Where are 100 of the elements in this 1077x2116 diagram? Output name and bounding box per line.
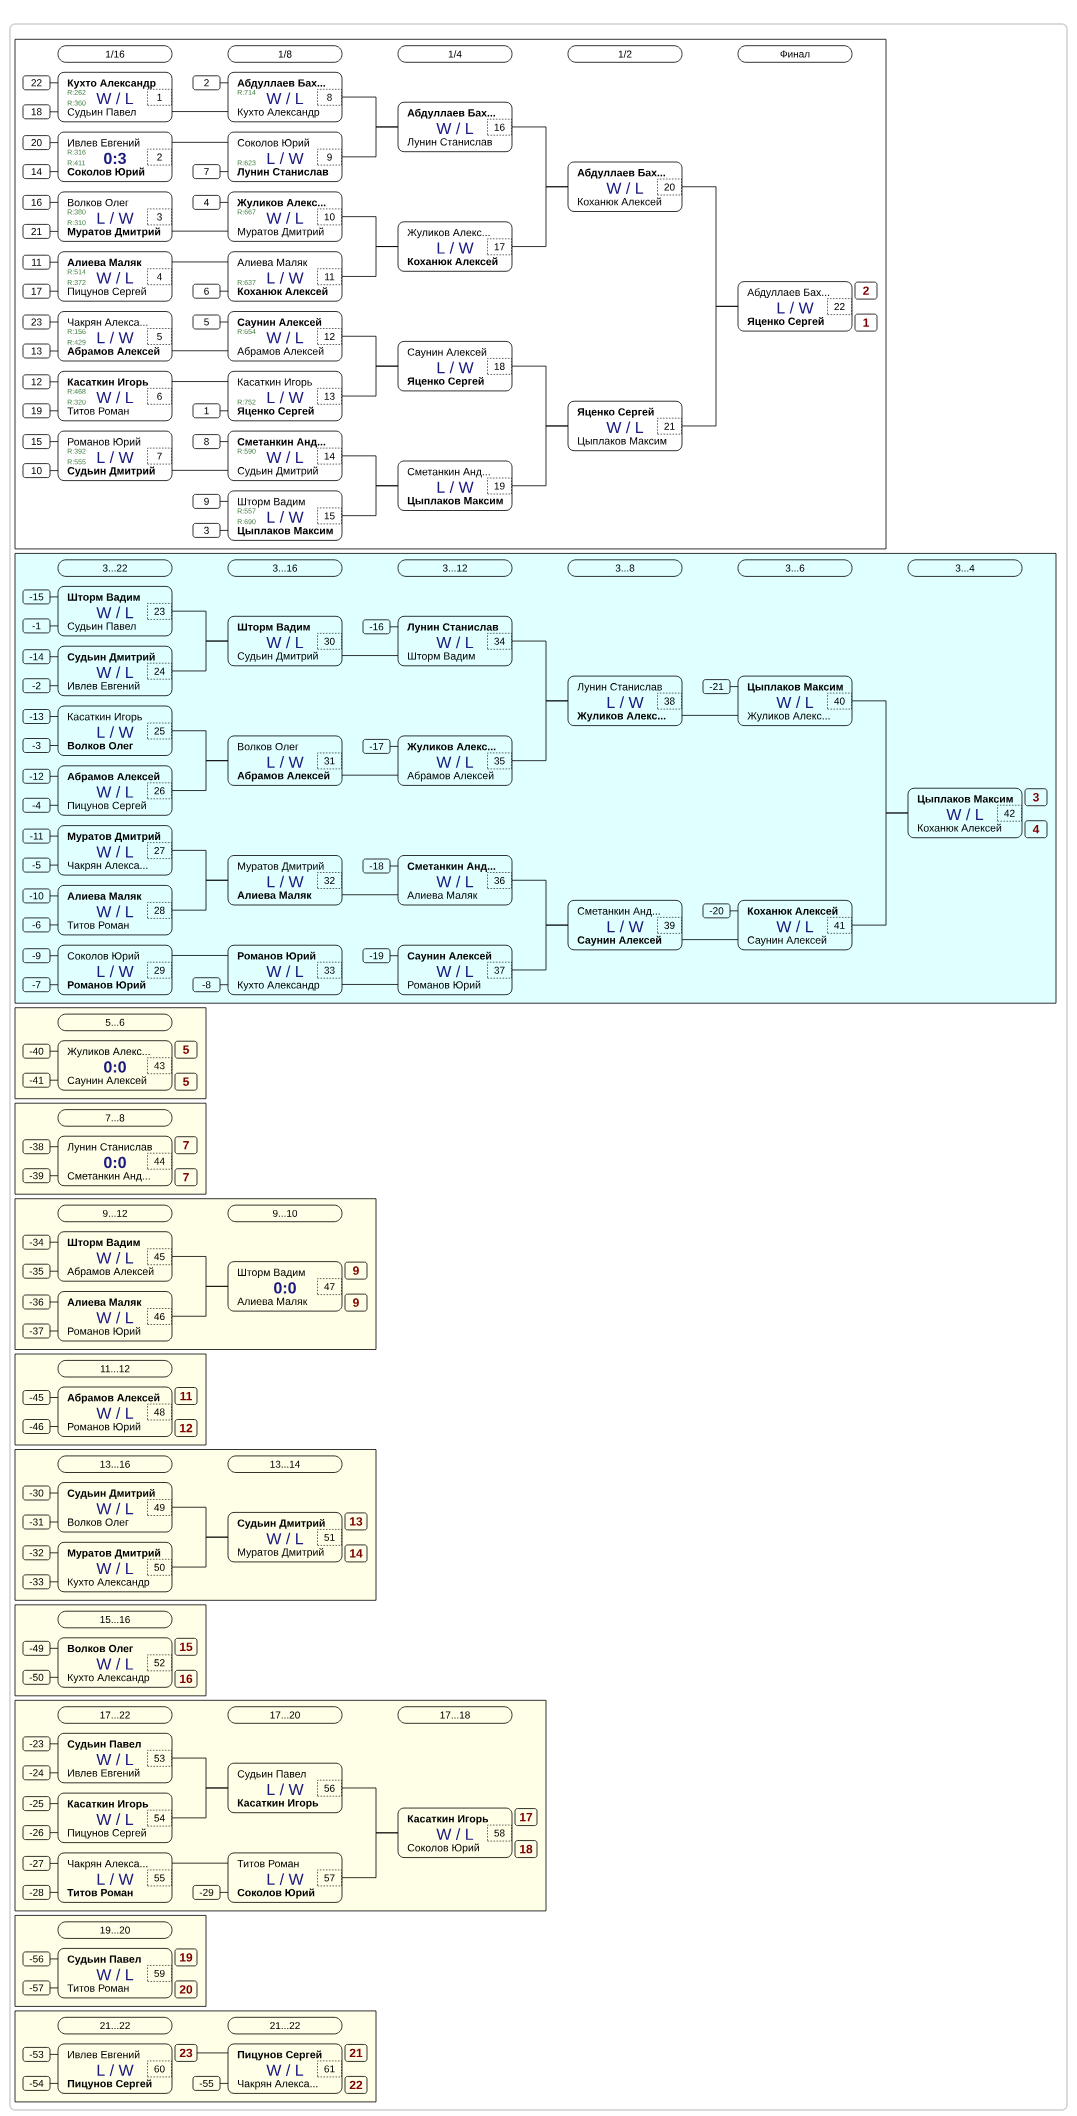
player-name: Ивлев Евгений	[68, 138, 140, 147]
connector-line	[341, 246, 399, 277]
connector-line	[49, 1241, 59, 1243]
round-header: 11...12	[57, 1360, 173, 1378]
connector-line	[389, 626, 399, 628]
connector-line	[49, 1581, 59, 1583]
player-name: Пицунов Сергей	[68, 1828, 146, 1839]
score: W / L	[436, 965, 474, 978]
score: L / W	[97, 212, 134, 224]
match-number: 49	[147, 1499, 172, 1516]
connector-line	[171, 469, 229, 471]
match-number: 60	[147, 2060, 172, 2078]
score: W / L	[266, 2064, 304, 2076]
player-name: Соколов Юрий	[237, 1888, 315, 1899]
score: W / L	[96, 845, 134, 858]
score: W / L	[96, 1813, 134, 1826]
seed-box: -7	[22, 977, 51, 993]
seed-box: -9	[22, 948, 51, 964]
panel	[14, 1915, 207, 2007]
connector-line	[49, 1175, 59, 1177]
match-number: 23	[147, 603, 172, 620]
match-card	[567, 675, 683, 726]
player-name: Пицунов Сергей	[237, 2050, 322, 2061]
match-card	[227, 615, 343, 667]
player-name: Яценко Сергей	[407, 376, 484, 387]
match-number: 43	[147, 1057, 172, 1074]
player-name: Жуликов Алекс...	[407, 743, 496, 753]
place-box: 17	[514, 1808, 538, 1826]
match-card	[57, 825, 173, 876]
connector-line	[49, 1426, 59, 1427]
match-number: 13	[317, 388, 342, 405]
score: L / W	[267, 875, 304, 888]
player-name: Романов Юрий	[68, 437, 141, 448]
match-number: 22	[827, 298, 852, 315]
player-name: Романов Юрий	[67, 980, 146, 991]
match-card	[57, 1482, 173, 1533]
score: L / W	[267, 1873, 304, 1885]
connector-line	[49, 685, 59, 687]
match-number: 4	[147, 268, 172, 285]
match-card	[907, 787, 1023, 839]
panel	[14, 1353, 207, 1446]
player-name: Титов Роман	[67, 407, 129, 415]
seed-box: 23	[22, 314, 51, 330]
player-name: Касаткин Игорь	[237, 1799, 319, 1809]
seed-box: -25	[22, 1796, 51, 1811]
match-card	[57, 1792, 173, 1843]
player-name: Муратов Дмитрий	[67, 227, 161, 238]
player-name: Жуликов Алекс...	[577, 712, 666, 722]
player-name: Пицунов Сергей	[67, 2079, 152, 2090]
player-name: Касаткин Игорь	[67, 378, 149, 388]
match-number: 33	[317, 961, 342, 979]
match-card	[397, 341, 513, 392]
match-card	[57, 430, 173, 481]
score: W / L	[266, 965, 304, 978]
seed-box: -50	[22, 1669, 51, 1685]
player-name: Лунин Станислав	[237, 168, 329, 178]
seed-box: -46	[22, 1419, 51, 1434]
place-box: 20	[174, 1980, 198, 1999]
match-card	[397, 855, 513, 906]
seed-box: -13	[22, 709, 51, 724]
score: W / L	[266, 636, 304, 649]
player-name: Судьин Павел	[237, 1770, 306, 1780]
player-name: Шторм Вадим	[237, 623, 310, 633]
match-card	[567, 161, 683, 212]
player-name: Алиева Маляк	[237, 891, 312, 899]
match-number: 30	[317, 633, 342, 650]
match-number: 19	[487, 477, 512, 495]
match-number: 38	[657, 692, 682, 710]
player-name: Соколов Юрий	[237, 138, 309, 149]
player-name: Волков Олег	[67, 1644, 133, 1653]
match-number: 51	[317, 1529, 342, 1546]
player-name: Романов Юрий	[68, 1422, 141, 1433]
player-name: Кухто Александр	[68, 1673, 150, 1684]
connector-line	[511, 924, 569, 971]
place-box: 4	[1024, 820, 1048, 839]
connector-line	[49, 111, 59, 113]
score: L / W	[267, 152, 304, 165]
place-box: 5	[174, 1072, 198, 1091]
connector-line	[341, 984, 399, 985]
seed-box: -37	[22, 1323, 51, 1339]
player-name: Лунин Станислав	[67, 1143, 152, 1153]
player-name: Чакрян Алекса...	[238, 2080, 318, 2090]
player-name: Ивлев Евгений	[68, 2050, 140, 2059]
player-name: Шторм Вадим	[67, 1238, 140, 1249]
player-name: Цыплаков Максим	[578, 437, 667, 447]
score: W / L	[776, 920, 814, 933]
match-number: 21	[657, 417, 682, 435]
score: W / L	[96, 1753, 134, 1766]
seed-box: -35	[22, 1263, 51, 1279]
score: W / L	[266, 331, 304, 344]
match-card	[57, 1040, 173, 1091]
seed-box: -41	[22, 1072, 51, 1088]
match-number: 55	[147, 1869, 172, 1887]
connector-line	[49, 835, 59, 837]
round-header: 9...10	[227, 1204, 343, 1223]
match-number: 10	[317, 208, 342, 226]
place-box: 11	[174, 1387, 198, 1405]
score: W / L	[96, 1407, 134, 1419]
connector-line	[219, 202, 229, 203]
round-header: 3...16	[227, 559, 343, 577]
